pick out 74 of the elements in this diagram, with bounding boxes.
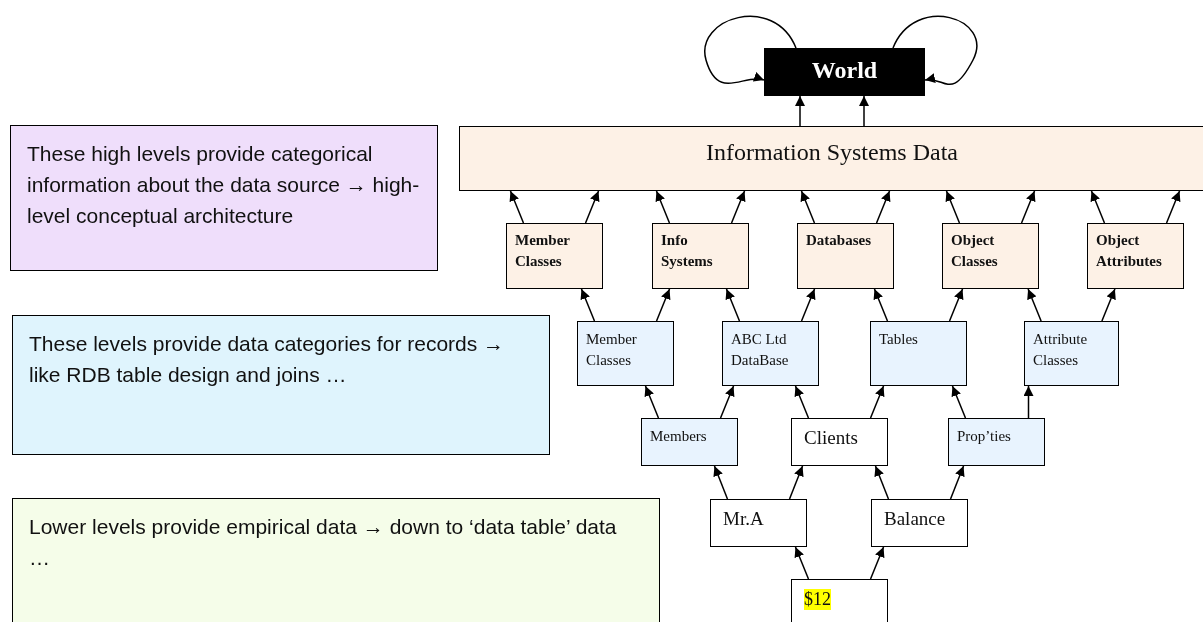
note-box — [10, 125, 438, 271]
node-box — [577, 321, 674, 386]
arrow — [951, 385, 967, 419]
arrow — [1020, 190, 1036, 224]
arrow — [948, 288, 964, 322]
node-box — [710, 499, 807, 547]
arrow — [509, 190, 525, 224]
arrow — [800, 288, 816, 322]
arrow — [794, 385, 810, 419]
node-label: Balance — [884, 508, 947, 530]
arrow — [869, 546, 885, 580]
node-box — [506, 223, 603, 289]
node-label: Member Classes — [515, 231, 571, 271]
arrow — [800, 190, 816, 224]
arrow — [875, 190, 891, 224]
node-box — [764, 48, 925, 96]
arrow — [794, 546, 810, 580]
arrow — [725, 288, 741, 322]
arrow — [1027, 288, 1042, 322]
node-box — [722, 321, 819, 386]
note-box — [12, 315, 550, 455]
node-box — [641, 418, 738, 466]
arrow — [949, 465, 965, 500]
arrow — [795, 95, 805, 127]
node-label: Info Systems — [661, 231, 714, 271]
note-text: These levels provide data categories for records → like RDB table design and joins … — [29, 331, 506, 388]
node-box — [870, 321, 967, 386]
note-box — [12, 498, 660, 622]
arrow — [704, 15, 797, 84]
node-label: Member Classes — [586, 330, 638, 370]
node-label: Clients — [804, 427, 859, 449]
node-box — [948, 418, 1045, 466]
arrow — [584, 190, 600, 224]
node-box — [791, 418, 888, 466]
arrow — [1023, 385, 1034, 419]
node-label: Prop’ties — [957, 427, 1012, 446]
node-box — [652, 223, 749, 289]
arrow — [713, 465, 729, 500]
node-label: Information Systems Data — [705, 139, 959, 166]
node-label: Members — [650, 427, 708, 446]
arrow — [1101, 288, 1116, 322]
node-box — [1024, 321, 1119, 386]
arrow — [730, 190, 746, 224]
node-label: ABC Ltd DataBase — [731, 330, 790, 370]
arrow — [945, 190, 961, 224]
note-text: These high levels provide categorical information about the data source → high-level conceptual architecture — [27, 141, 421, 229]
node-label: Object Classes — [951, 231, 999, 271]
arrow — [655, 288, 671, 322]
arrow — [892, 15, 978, 85]
arrow — [788, 465, 804, 500]
node-label: Attribute Classes — [1033, 330, 1089, 370]
arrow — [1165, 190, 1181, 224]
node-box — [1087, 223, 1184, 289]
node-box — [459, 126, 1203, 191]
node-box — [791, 579, 888, 622]
node-box — [871, 499, 968, 547]
arrow — [873, 288, 889, 322]
node-label: Object Attributes — [1096, 231, 1163, 271]
note-text: Lower levels provide empirical data → down to ‘data table’ data … — [29, 514, 618, 571]
arrow — [719, 385, 735, 419]
node-box — [942, 223, 1039, 289]
arrow — [1090, 190, 1106, 224]
arrow — [644, 385, 660, 419]
arrow — [580, 288, 596, 322]
arrow — [869, 385, 885, 419]
node-label: $12 — [804, 589, 831, 610]
node-label: World — [810, 57, 879, 84]
node-label: Tables — [879, 330, 919, 349]
node-box — [797, 223, 894, 289]
arrow — [655, 190, 671, 224]
node-label: Mr.A — [723, 508, 765, 530]
arrow — [874, 465, 890, 500]
node-label: Databases — [806, 231, 872, 250]
arrow — [859, 95, 869, 127]
